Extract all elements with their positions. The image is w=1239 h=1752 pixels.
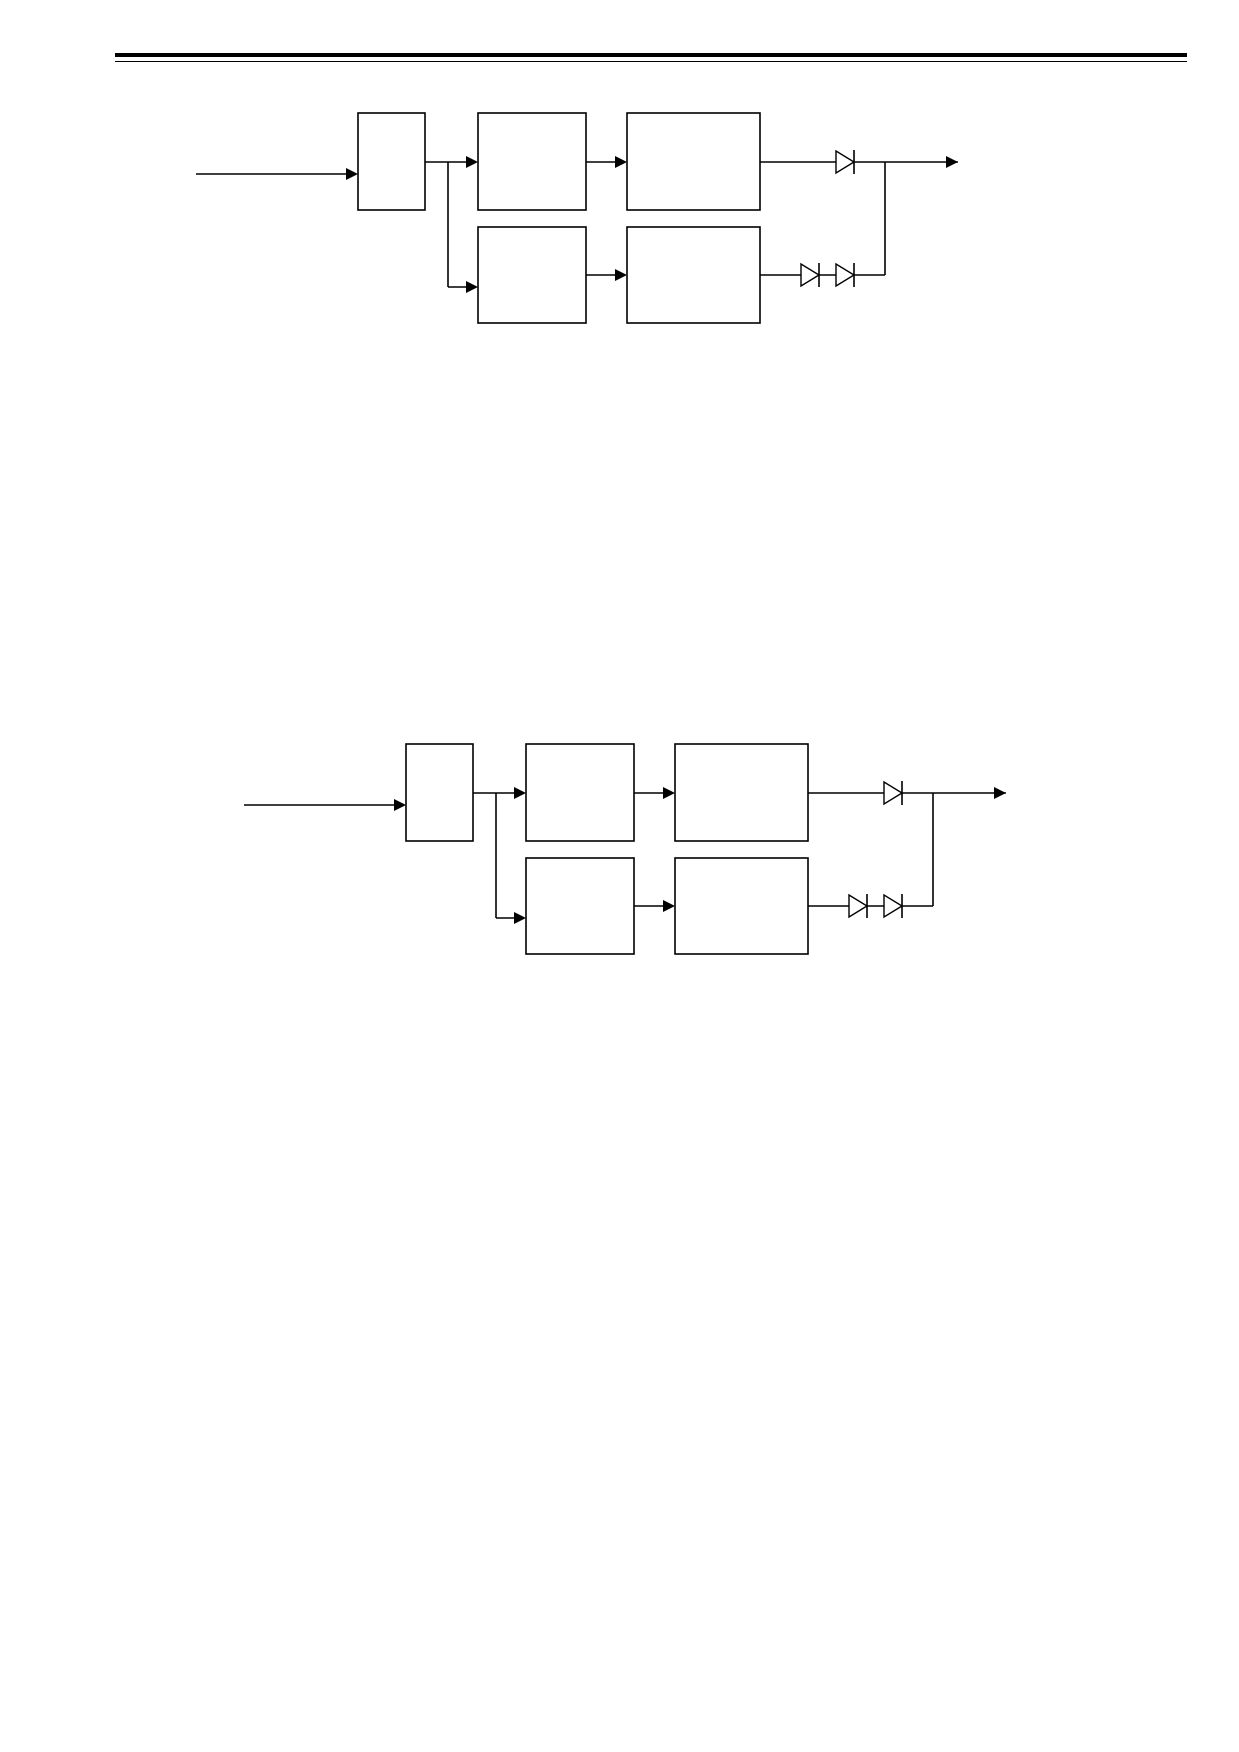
lower-diode-2 bbox=[883, 893, 904, 919]
lower-branch-arrowhead bbox=[514, 912, 526, 924]
input-arrowhead bbox=[394, 799, 406, 811]
lower-block-1 bbox=[477, 226, 587, 324]
upper-connector-arrowhead bbox=[615, 156, 627, 168]
upper-connector-arrowhead bbox=[663, 787, 675, 799]
lower-diode-1-triangle bbox=[848, 893, 869, 919]
upper-block-2 bbox=[626, 112, 761, 211]
lower-diode-2-triangle bbox=[883, 893, 904, 919]
lower-diode-2-triangle bbox=[835, 262, 856, 288]
lower-branch-arrowhead bbox=[466, 281, 478, 293]
lower-connector-arrowhead bbox=[663, 900, 675, 912]
upper-diode bbox=[883, 780, 904, 806]
splitter-box bbox=[405, 743, 474, 842]
upper-block-2 bbox=[674, 743, 809, 842]
upper-branch-arrowhead bbox=[514, 787, 526, 799]
upper-diode-triangle bbox=[835, 149, 856, 175]
header-rule-thick bbox=[115, 53, 1187, 57]
block-diagram-2 bbox=[244, 743, 1006, 955]
output-arrowhead bbox=[946, 156, 958, 168]
header-rule-thin bbox=[115, 61, 1187, 62]
lower-block-2 bbox=[674, 857, 809, 955]
upper-diode bbox=[835, 149, 856, 175]
splitter-box bbox=[357, 112, 426, 211]
lower-block-2 bbox=[626, 226, 761, 324]
output-arrowhead bbox=[994, 787, 1006, 799]
lower-diode-2 bbox=[835, 262, 856, 288]
upper-block-1 bbox=[477, 112, 587, 211]
upper-block-1 bbox=[525, 743, 635, 842]
diagram-1-content bbox=[196, 112, 958, 324]
upper-branch-arrowhead bbox=[466, 156, 478, 168]
diagram-2-content bbox=[244, 743, 1006, 955]
lower-diode-1 bbox=[800, 262, 821, 288]
input-arrowhead bbox=[346, 168, 358, 180]
lower-connector-arrowhead bbox=[615, 269, 627, 281]
lower-diode-1-triangle bbox=[800, 262, 821, 288]
lower-diode-1 bbox=[848, 893, 869, 919]
lower-block-1 bbox=[525, 857, 635, 955]
block-diagram-1 bbox=[196, 112, 958, 324]
upper-diode-triangle bbox=[883, 780, 904, 806]
